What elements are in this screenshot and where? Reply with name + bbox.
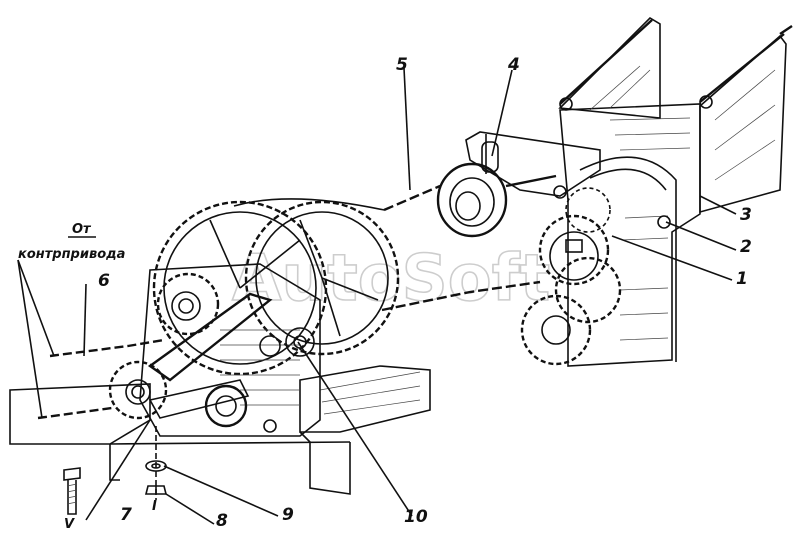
hopper-housing xyxy=(558,16,793,367)
callout-9: 9 xyxy=(282,505,294,525)
callout-1: 1 xyxy=(736,269,748,289)
small-sprocket-lower xyxy=(108,360,168,420)
letter-V: V xyxy=(64,517,75,532)
large-sprocket-right xyxy=(244,200,400,356)
callout-3: 3 xyxy=(740,205,752,225)
small-sprocket-upper xyxy=(156,272,220,336)
callout-10: 10 xyxy=(404,507,428,527)
large-sprocket-left xyxy=(152,200,328,376)
callout-6: 6 xyxy=(98,271,110,291)
leader-lines xyxy=(17,67,737,525)
callout-5: 5 xyxy=(396,55,408,75)
drive-gear-stack xyxy=(520,187,622,366)
input-chains xyxy=(37,338,165,420)
tension-lever xyxy=(147,292,315,433)
callout-2: 2 xyxy=(740,237,752,257)
support-frame xyxy=(9,365,431,495)
watermark: AutoSoft xyxy=(232,242,550,316)
tensioner-sprocket xyxy=(436,162,508,238)
housing-hatching xyxy=(589,65,776,341)
bolt-7 xyxy=(63,467,81,515)
letter-I: I xyxy=(152,499,157,514)
drive-chain xyxy=(233,174,557,312)
tensioner-bracket xyxy=(436,131,601,238)
source-caption-line2: контрпривода xyxy=(18,247,125,262)
source-caption-line1: От xyxy=(72,222,92,237)
callout-7: 7 xyxy=(120,505,132,525)
callout-8: 8 xyxy=(216,511,228,531)
callout-4: 4 xyxy=(507,55,520,75)
